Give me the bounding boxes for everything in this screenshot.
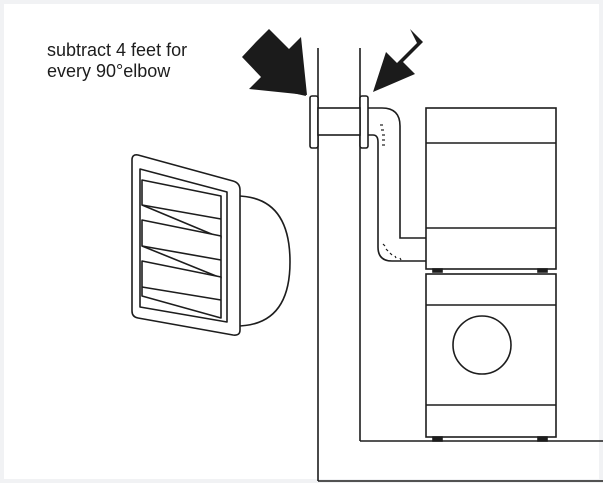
duct-outer-contour — [368, 107, 426, 239]
vent-hood-duct — [235, 195, 291, 327]
washer-foot-right — [537, 436, 548, 442]
vent-louver-2-fold — [141, 245, 222, 261]
elbow-upper-marks — [380, 124, 385, 146]
arrow-down-left-icon — [373, 29, 423, 92]
wall-sleeve — [309, 95, 369, 149]
vent-louver-1-fold — [141, 204, 222, 220]
flex-duct — [368, 107, 426, 262]
washer-door — [452, 315, 512, 375]
vent-louver-3 — [141, 260, 222, 319]
elbow-caption: subtract 4 feet for every 90°elbow — [47, 40, 237, 82]
dryer-foot-right — [537, 268, 548, 273]
dryer-body — [425, 107, 557, 270]
dryer-unit — [425, 107, 557, 273]
washer-foot-left — [432, 436, 443, 442]
caption-line-1: subtract 4 feet for — [47, 40, 188, 60]
washer-unit — [425, 273, 557, 442]
elbow-lower-marks — [382, 243, 402, 261]
arrow-down-right-icon — [242, 29, 307, 96]
dryer-foot-left — [432, 268, 443, 273]
vent-louver-3-fold — [141, 286, 222, 301]
vent-hood — [131, 154, 291, 336]
caption-line-2: every 90°elbow — [47, 61, 171, 81]
sleeve-outer-left — [309, 95, 319, 149]
sleeve-duct — [317, 107, 361, 136]
sleeve-outer-right — [359, 95, 369, 149]
duct-inner-contour — [368, 134, 426, 262]
